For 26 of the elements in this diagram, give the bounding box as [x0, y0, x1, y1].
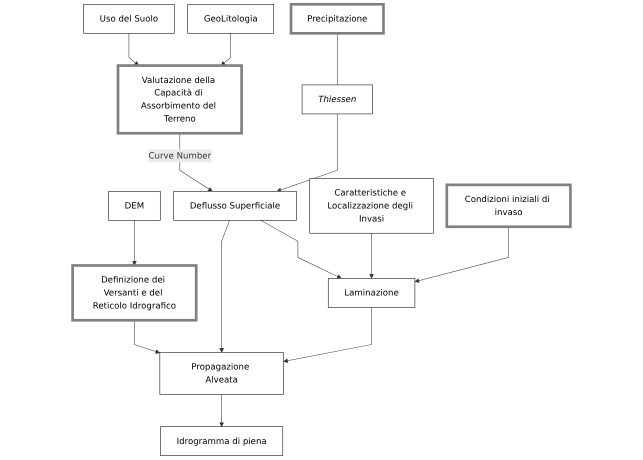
node-box: Precipitazione — [290, 2, 385, 35]
node-box: Deflusso Superficiale — [173, 191, 297, 221]
arrow — [369, 232, 374, 279]
node-box: DEM — [108, 191, 161, 221]
arrow — [276, 114, 338, 192]
node-box: Definizione dei Versanti e del Reticolo Idrografico — [71, 264, 198, 322]
node-box: GeoLitologia — [187, 4, 274, 34]
edge-label: Curve Number — [148, 150, 212, 161]
node-box: Caratteristiche e Localizzazione degli Invasi — [310, 178, 434, 234]
arrow — [132, 220, 137, 266]
node-box: Thiessen — [302, 84, 373, 114]
arrow — [260, 220, 342, 279]
node-box: Laminazione — [328, 278, 416, 308]
node-box: Condizioni iniziali di invaso — [445, 184, 572, 228]
arrow — [128, 33, 139, 66]
arrow — [134, 320, 160, 354]
node-box: Propagazione Alveata — [160, 352, 284, 395]
node-box: Idrogramma di piena — [160, 426, 284, 456]
node-box: Uso del Suolo — [83, 4, 175, 34]
arrow — [219, 220, 230, 353]
arrow — [414, 226, 509, 283]
arrow — [220, 33, 231, 66]
connector — [336, 33, 338, 86]
arrow — [283, 307, 372, 364]
node-box: Valutazione della Capacità di Assorbimento del Terreno — [116, 64, 243, 135]
arrow — [219, 394, 224, 427]
